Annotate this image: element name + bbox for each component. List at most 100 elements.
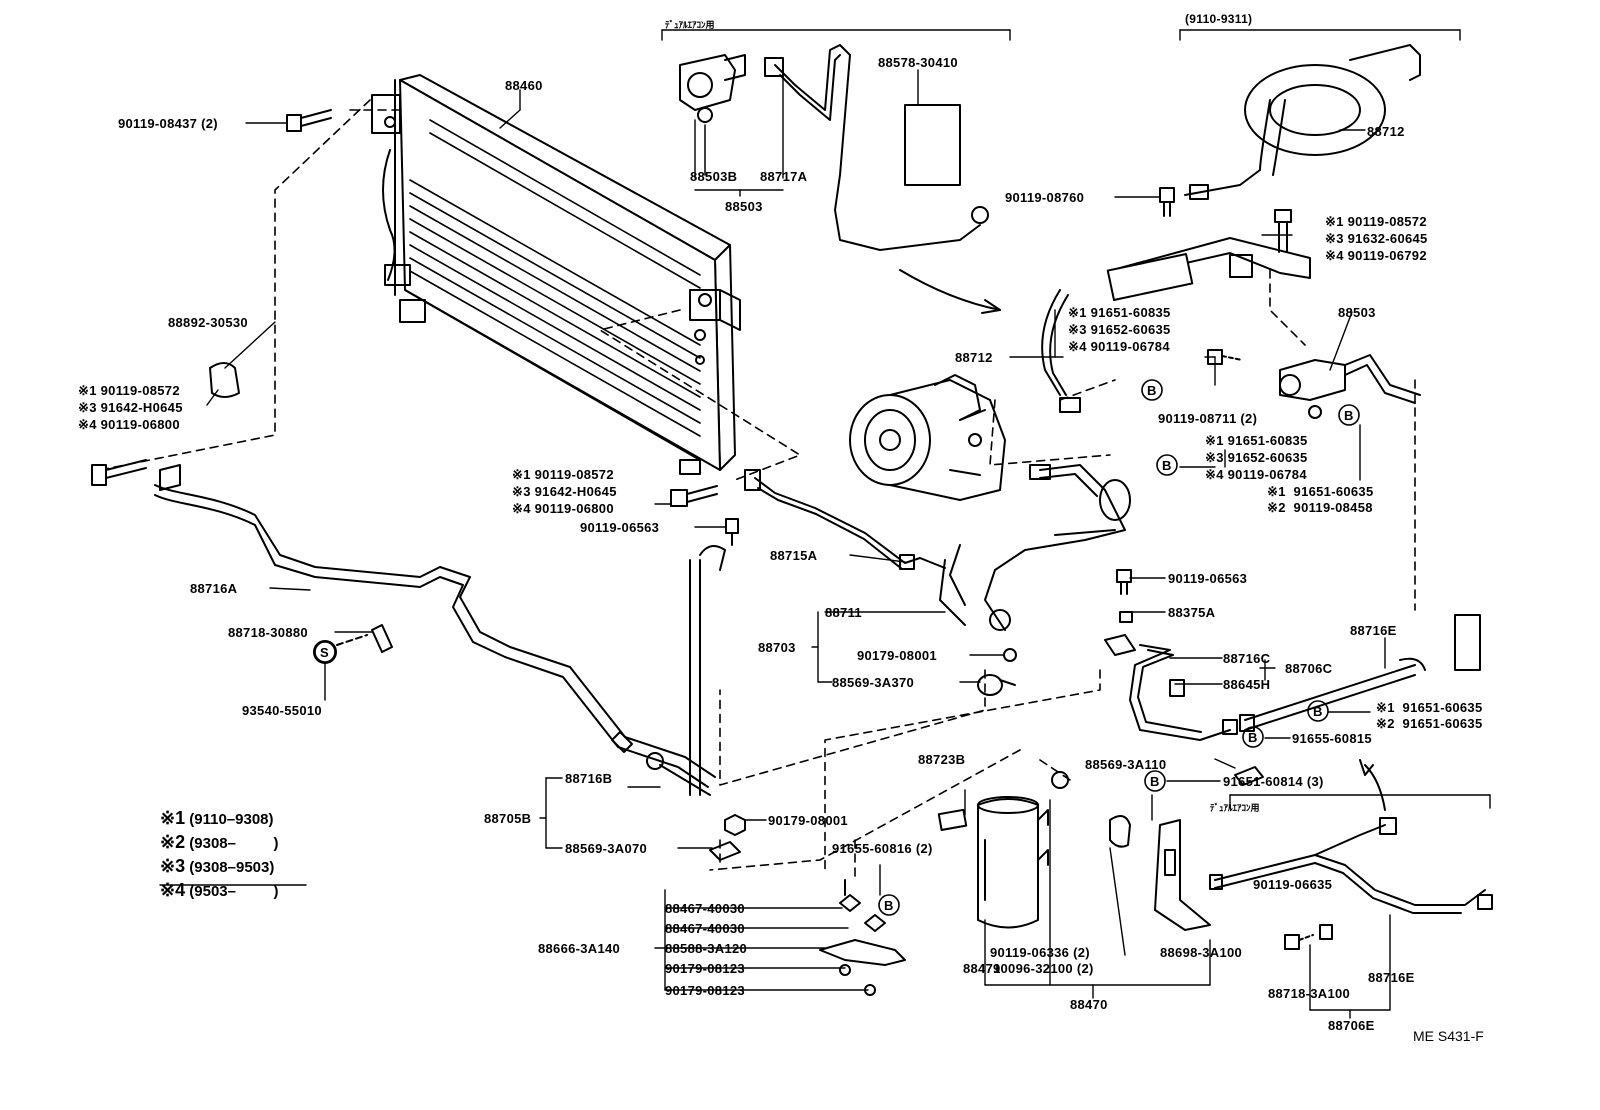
part-label: 88588-3A120 <box>665 941 748 956</box>
part-label: 90179-08001 <box>857 648 937 663</box>
clip-88569-3a110 <box>1234 766 1264 786</box>
part-label: 88718-30880 <box>228 625 308 640</box>
part-label: 88471 <box>963 961 1001 976</box>
part-label: 88569-3A070 <box>565 841 648 856</box>
part-label: 90119-08711 (2) <box>1158 411 1258 426</box>
part-label: 90119-06336 (2) <box>990 945 1090 960</box>
bolt-mid <box>670 485 739 546</box>
nut-90179-a <box>1003 648 1017 662</box>
part-label: 90096-32100 (2) <box>993 961 1094 976</box>
part-label: ※4 90119-06800 <box>78 417 180 432</box>
marker-b: B <box>884 898 894 913</box>
pipe-88716c <box>1104 634 1238 741</box>
nut-90179-08001 <box>724 814 746 836</box>
legend-row: ※1 (9110–9308) <box>160 808 274 828</box>
part-label: ※4 90119-06800 <box>512 501 614 516</box>
bolt-left <box>91 459 147 486</box>
part-label: ※4 90119-06784 <box>1068 339 1170 354</box>
legend-row: ※3 (9308–9503) <box>160 856 275 876</box>
part-label: ※1 91651-60835 <box>1068 305 1171 320</box>
part-label: 91655-60816 (2) <box>832 841 933 856</box>
group-label-dual-ac: ﾃﾞｭｱﾙｴｱｺﾝ用 <box>1210 803 1260 813</box>
marker-b: B <box>1162 458 1172 473</box>
condenser-88460 <box>371 74 741 475</box>
part-label: 90179-08001 <box>768 813 848 828</box>
part-label: 88712 <box>955 350 993 365</box>
part-label: 88892-30530 <box>168 315 248 330</box>
part-label: 88716A <box>190 581 238 596</box>
part-label: 91651-60814 (3) <box>1223 774 1324 789</box>
marker-b: B <box>1147 383 1157 398</box>
part-label: 88716E <box>1350 623 1397 638</box>
part-label: 88723B <box>918 752 966 767</box>
marker-b: B <box>1248 730 1258 745</box>
part-label: 88503 <box>725 199 763 214</box>
part-label: 88706C <box>1285 661 1333 676</box>
part-label: 90119-06635 <box>1253 877 1333 892</box>
part-label: 88711 <box>825 605 862 620</box>
part-label: 88645H <box>1223 677 1271 692</box>
legend-row: ※2 (9308– ) <box>160 832 279 852</box>
part-label: ※1 91651-60635 <box>1376 700 1483 715</box>
part-label: 88717A <box>760 169 808 184</box>
part-label: 90119-06563 <box>580 520 660 535</box>
part-label: 88503B <box>690 169 738 184</box>
bolt-90119-06635 <box>1284 924 1333 950</box>
part-label: ※4 90119-06792 <box>1325 248 1427 263</box>
part-label: 88467-40030 <box>665 901 745 916</box>
pipe-88716e-bottom <box>1209 817 1493 914</box>
valve-88503b <box>679 54 746 176</box>
part-label: 88470 <box>1070 997 1108 1012</box>
part-label: 93540-55010 <box>242 703 322 718</box>
part-label: 88706E <box>1328 1018 1375 1033</box>
switch-88569-3a370 <box>977 674 1016 696</box>
bracket-right <box>1454 614 1481 671</box>
clip-88569-3a070 <box>709 841 741 861</box>
part-label: ※3 91652-60635 <box>1205 450 1308 465</box>
marker-circles <box>314 379 1360 916</box>
part-label: 90179-08123 <box>665 983 745 998</box>
legend-row: ※4 (9503– ) <box>160 880 279 900</box>
part-label: 88716C <box>1223 651 1271 666</box>
part-label: 90119-08437 (2) <box>118 116 218 131</box>
pipe-88716a <box>154 464 716 788</box>
marker-s: S <box>320 645 329 660</box>
part-label: ※3 91632-60645 <box>1325 231 1428 246</box>
part-label: ※1 91651-60635 <box>1267 484 1374 499</box>
bolt-90119-06563-b <box>1116 569 1133 623</box>
pipe-88715a <box>744 469 946 570</box>
pipe-88717a <box>764 44 989 251</box>
hose-88711 <box>939 464 1131 631</box>
part-label: 88666-3A140 <box>538 941 621 956</box>
hose-88712-top <box>1184 44 1421 200</box>
valve-88503 <box>1279 354 1421 419</box>
part-label: 88718-3A100 <box>1268 986 1351 1001</box>
arrow-up <box>1364 764 1386 811</box>
part-label: 91655-60815 <box>1292 731 1372 746</box>
part-label: 90119-06563 <box>1168 571 1248 586</box>
part-label: ※3 91642-H0645 <box>78 400 183 415</box>
part-label: 88716B <box>565 771 613 786</box>
part-label: 88460 <box>505 78 543 93</box>
label-88723b <box>937 808 968 831</box>
marker-b: B <box>1344 408 1354 423</box>
part-label: 88712 <box>1367 124 1405 139</box>
part-label: ※1 90119-08572 <box>78 383 180 398</box>
pipe-88716e-top <box>1239 657 1426 732</box>
part-label: 88503 <box>1338 305 1376 320</box>
part-label: ※1 90119-08572 <box>1325 214 1427 229</box>
part-label: ※3 91652-60635 <box>1068 322 1171 337</box>
arrow-curve <box>899 269 1001 311</box>
part-label: 88715A <box>770 548 818 563</box>
part-label: 88467-40030 <box>665 921 745 936</box>
part-label: 88569-3A370 <box>832 675 915 690</box>
part-label: 90119-08760 <box>1005 190 1085 205</box>
pipe-88716b <box>611 545 726 796</box>
compressor <box>849 374 1006 501</box>
part-label: 88569-3A110 <box>1085 757 1167 772</box>
part-label: 88716E <box>1368 970 1415 985</box>
label-sheet-88578 <box>904 104 961 186</box>
marker-b: B <box>1150 774 1160 789</box>
